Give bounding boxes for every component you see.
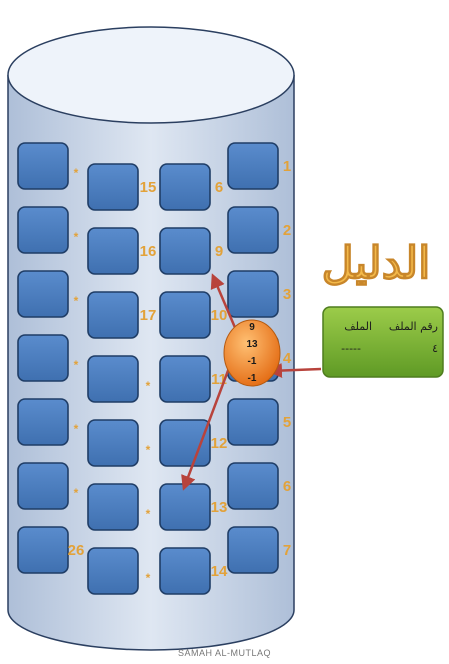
storage-block (160, 292, 210, 338)
storage-block (88, 420, 138, 466)
block-number-label: 17 (140, 307, 157, 324)
block-number-label: * (74, 486, 79, 500)
storage-block (18, 143, 68, 189)
storage-block (160, 164, 210, 210)
storage-block (18, 463, 68, 509)
file-label: الملف (344, 320, 372, 333)
storage-block (160, 420, 210, 466)
storage-block (88, 228, 138, 274)
block-number-label: 16 (140, 243, 157, 260)
block-number-label: 26 (68, 542, 85, 559)
blank-value: ----- (341, 342, 361, 355)
block-number-label: * (146, 507, 151, 521)
storage-block (18, 207, 68, 253)
block-number-label: * (74, 166, 79, 180)
index-title: الدليل (322, 238, 431, 289)
file-label-box: رقم الملف الملف ٤ ----- (323, 307, 443, 377)
block-number-label: 5 (283, 414, 291, 431)
block-number-label: 9 (215, 243, 223, 260)
pointer-value-3: -1 (248, 356, 257, 367)
storage-block (228, 143, 278, 189)
storage-block (18, 399, 68, 445)
storage-block (228, 207, 278, 253)
block-number-label: 1 (283, 158, 291, 175)
storage-block (160, 356, 210, 402)
storage-block (88, 164, 138, 210)
pointer-value-4: -1 (248, 373, 257, 384)
block-number-label: 10 (211, 307, 228, 324)
author-footer: SAMAH AL-MUTLAQ (0, 648, 449, 658)
storage-block (228, 463, 278, 509)
storage-block (228, 527, 278, 573)
block-number-label: 4 (283, 350, 292, 367)
storage-block (160, 484, 210, 530)
pointer-value-1: 9 (249, 322, 255, 333)
pointer-circle: 9 13 -1 -1 (224, 320, 280, 386)
block-number-label: * (146, 443, 151, 457)
storage-block (88, 484, 138, 530)
block-number-label: * (74, 230, 79, 244)
block-number-label: 12 (211, 435, 228, 452)
block-number-label: 6 (215, 179, 223, 196)
block-number-label: * (146, 379, 151, 393)
block-number-label: 14 (211, 563, 228, 580)
block-number-label: 7 (283, 542, 291, 559)
index-block-value: ٤ (432, 342, 438, 355)
block-number-label: * (74, 294, 79, 308)
storage-block (18, 527, 68, 573)
block-number-label: 2 (283, 222, 291, 239)
block-number-label: 15 (140, 179, 157, 196)
block-number-label: * (146, 571, 151, 585)
block-number-label: 13 (211, 499, 228, 516)
storage-block (228, 271, 278, 317)
block-number-label: * (74, 422, 79, 436)
storage-block (88, 292, 138, 338)
cylinder-top (8, 27, 294, 123)
storage-block (88, 356, 138, 402)
storage-block (18, 335, 68, 381)
storage-block (160, 228, 210, 274)
file-number-label: رقم الملف (389, 320, 438, 333)
storage-block (88, 548, 138, 594)
storage-block (18, 271, 68, 317)
storage-block (228, 399, 278, 445)
block-number-label: 3 (283, 286, 291, 303)
storage-block (160, 548, 210, 594)
block-number-label: 6 (283, 478, 291, 495)
block-number-label: * (74, 358, 79, 372)
pointer-value-2: 13 (246, 339, 258, 350)
